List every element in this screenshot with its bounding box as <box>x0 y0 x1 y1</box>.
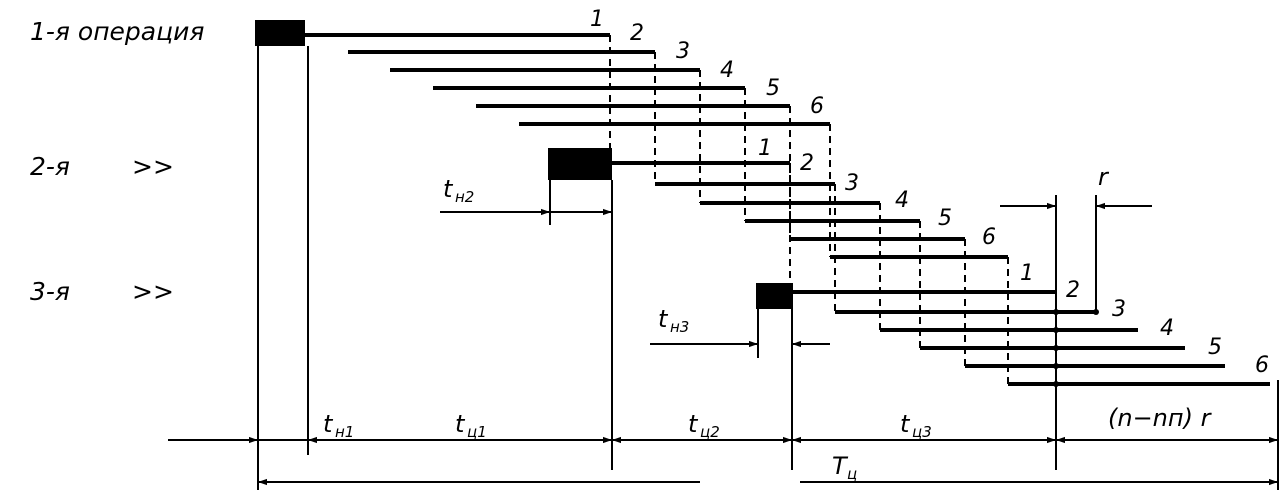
operation-3-ditto: >> <box>132 277 174 306</box>
op2-part-3: 3 <box>845 171 859 196</box>
op2-part-5: 5 <box>938 206 952 231</box>
svg-text:t: t <box>688 410 699 438</box>
svg-text:t: t <box>443 175 454 203</box>
op3-part-6: 6 <box>1255 353 1269 378</box>
op1-part-3: 3 <box>676 39 690 64</box>
op1-part-2: 2 <box>630 21 644 46</box>
op1-part-5: 5 <box>766 76 780 101</box>
operation-3-bars <box>792 290 1270 386</box>
operation-1-label: 1-я операция <box>30 17 204 46</box>
r-label: r <box>1098 163 1110 191</box>
setup-block-op3 <box>756 283 793 309</box>
svg-text:t: t <box>658 305 669 333</box>
total-cycle-label: T ц <box>832 452 857 483</box>
svg-text:н1: н1 <box>335 423 354 441</box>
transfer-lines-op2-op3 <box>789 163 1009 384</box>
op2-part-2: 2 <box>800 151 814 176</box>
operation-1-bars <box>305 33 830 126</box>
op1-part-6: 6 <box>810 94 824 119</box>
tc1-label: t ц1 <box>455 410 487 441</box>
intersection-dots <box>1053 309 1099 387</box>
svg-text:t: t <box>323 410 334 438</box>
operation-3-label: 3-я <box>30 277 70 306</box>
tn3-label: t н3 <box>658 305 689 336</box>
operation-2-ditto: >> <box>132 152 174 181</box>
svg-text:ц1: ц1 <box>467 423 487 441</box>
svg-text:ц2: ц2 <box>700 423 720 441</box>
op2-part-1: 1 <box>758 136 772 161</box>
svg-text:T: T <box>832 452 849 480</box>
op1-part-4: 4 <box>720 58 734 83</box>
svg-text:ц: ц <box>847 465 857 483</box>
svg-text:ц3: ц3 <box>912 423 932 441</box>
op3-part-2: 2 <box>1066 278 1080 303</box>
svg-text:t: t <box>455 410 466 438</box>
op2-part-4: 4 <box>895 188 909 213</box>
op3-part-5: 5 <box>1208 335 1222 360</box>
setup-block-op2 <box>548 148 612 180</box>
operation-2-label: 2-я <box>30 152 70 181</box>
op3-part-1: 1 <box>1020 261 1034 286</box>
tc2-label: t ц2 <box>688 410 720 441</box>
op1-part-1: 1 <box>590 7 604 32</box>
svg-text:н2: н2 <box>455 188 474 206</box>
tn1-label: t н1 <box>323 410 354 441</box>
tn2-label: t н2 <box>443 175 474 206</box>
setup-block-op1 <box>255 20 305 46</box>
op3-part-3: 3 <box>1112 297 1126 322</box>
svg-text:н3: н3 <box>670 318 689 336</box>
op2-part-6: 6 <box>982 225 996 250</box>
op3-part-4: 4 <box>1160 316 1174 341</box>
tc3-label: t ц3 <box>900 410 932 441</box>
svg-text:t: t <box>900 410 911 438</box>
formula-label: (n−nп) r <box>1108 404 1213 432</box>
